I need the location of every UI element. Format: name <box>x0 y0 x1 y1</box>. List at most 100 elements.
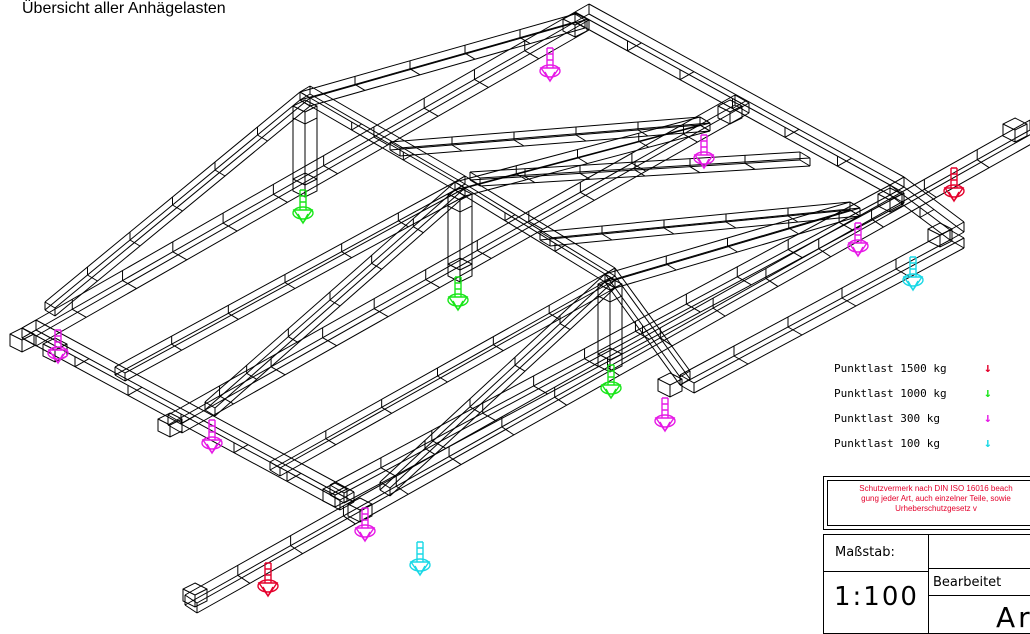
frame-edge <box>322 337 337 347</box>
frame-edge <box>976 159 990 169</box>
frame-edge <box>180 415 196 425</box>
legend-label: Punktlast 300 kg <box>834 412 940 425</box>
frame-edge <box>447 263 461 271</box>
frame-edge <box>334 488 348 496</box>
frame-edge <box>638 140 650 148</box>
frame-edge <box>614 267 691 372</box>
frame-edge <box>464 183 616 277</box>
frame-edge <box>72 308 87 318</box>
frame-edge <box>389 124 701 151</box>
load-arrow-icon <box>902 256 924 292</box>
frame-edge <box>299 13 576 93</box>
frame-edge <box>579 172 591 180</box>
frame-edge <box>699 124 711 132</box>
frame-edge <box>299 91 456 183</box>
frame-edge <box>21 329 37 339</box>
frame-edge <box>744 162 756 170</box>
frame-edge <box>424 447 436 455</box>
frame-edge <box>734 94 750 104</box>
wireframe-structure <box>9 3 1030 614</box>
frame-edge <box>1002 123 1016 131</box>
frame-edge <box>122 280 137 289</box>
frame-edge <box>454 189 466 197</box>
load-arrow-icon <box>943 167 965 203</box>
frame-edge <box>577 157 588 164</box>
frame-edge <box>219 395 234 405</box>
frame-edge <box>21 21 576 339</box>
frame-edge <box>299 99 311 107</box>
frame-edge <box>657 378 671 386</box>
frame-edge <box>469 171 481 179</box>
frame-edge <box>171 343 182 351</box>
frame-edge <box>663 227 675 235</box>
frame-edge <box>454 183 466 191</box>
frame-edge <box>597 283 611 291</box>
frame-edge <box>504 214 516 222</box>
frame-edge <box>304 178 318 186</box>
frame-edge <box>325 438 337 446</box>
load-markers <box>47 47 965 598</box>
load-arrow-icon <box>47 329 69 365</box>
frame-edge <box>373 308 389 318</box>
frame-edge <box>269 469 281 477</box>
frame-edge <box>601 233 613 241</box>
frame-edge <box>699 116 711 124</box>
frame-edge <box>784 128 800 138</box>
legend-label: Punktlast 1500 kg <box>834 362 947 375</box>
frame-edge <box>637 129 649 137</box>
frame-edge <box>299 85 311 93</box>
frame-edge <box>299 99 456 191</box>
frame-edge <box>54 97 311 309</box>
frame-edge <box>389 116 701 143</box>
frame-edge <box>889 193 903 201</box>
frame-edge <box>389 279 616 489</box>
notice-line: gung jeder Art, auch einzelner Teile, so… <box>861 494 1011 503</box>
frame-edge <box>184 604 198 614</box>
load-arrow-icon <box>201 419 223 455</box>
frame-edge <box>284 282 296 289</box>
load-arrow-icon <box>539 47 561 83</box>
frame-edge <box>528 220 544 230</box>
frame-edge <box>299 91 311 99</box>
frame-edge <box>389 287 616 497</box>
load-arrow-icon <box>292 189 314 225</box>
frame-edge <box>459 193 473 201</box>
frame-edge <box>399 130 711 157</box>
frame-edge <box>343 515 356 525</box>
frame-edge <box>689 166 701 174</box>
legend-label: Punktlast 1000 kg <box>834 387 947 400</box>
load-arrow-icon <box>409 541 431 577</box>
frame-edge <box>477 250 492 259</box>
frame-edge <box>574 21 586 29</box>
frame-edge <box>389 149 401 157</box>
frame-edge <box>693 247 965 394</box>
frame-edge <box>554 244 566 252</box>
frame-edge <box>787 249 803 258</box>
frame-edge <box>837 157 852 167</box>
frame-edge <box>574 3 590 13</box>
drawing-title-fragment: Ar <box>996 601 1030 634</box>
frame-edge <box>354 83 366 91</box>
frame-edge <box>712 307 726 317</box>
notice-line: Urheberschutzgesetz v <box>895 504 977 513</box>
frame-edge <box>609 353 623 361</box>
frame-edge <box>559 323 571 331</box>
frame-edge <box>204 409 216 417</box>
frame-edge <box>635 330 650 340</box>
frame-edge <box>290 545 303 555</box>
frame-edge <box>21 319 37 329</box>
load-arrow-icon <box>654 397 676 433</box>
frame-edge <box>299 21 576 101</box>
frame-edge <box>425 279 440 288</box>
frame-edge <box>437 375 448 383</box>
frame-edge <box>818 248 832 258</box>
frame-edge <box>339 501 355 511</box>
frame-edge <box>903 176 965 223</box>
frame-edge <box>514 364 526 372</box>
frame-edge <box>273 193 288 203</box>
frame-edge <box>127 386 143 396</box>
frame-edge <box>679 374 695 384</box>
frame-edge <box>849 209 861 217</box>
frame-edge <box>614 207 861 281</box>
frame-edge <box>454 181 466 189</box>
